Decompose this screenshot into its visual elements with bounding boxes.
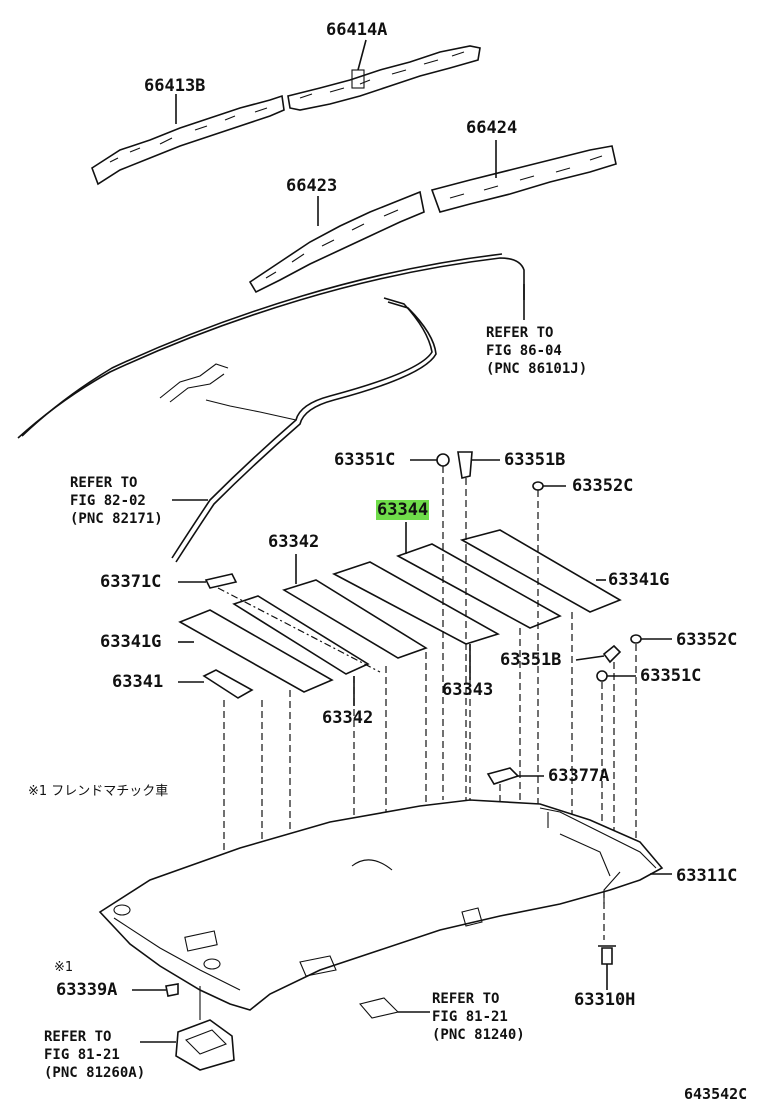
rail-66414A — [287, 45, 481, 111]
ref-fig81a-line1: REFER TO — [432, 991, 500, 1007]
ref-fig81b-line2: FIG 81-21 — [44, 1047, 120, 1063]
label-66414A: 66414A — [326, 20, 388, 40]
label-66424: 66424 — [466, 118, 518, 138]
console-81260A — [175, 1019, 235, 1071]
label-66423: 66423 — [286, 176, 338, 196]
label-63351C-top: 63351C — [334, 450, 396, 470]
rail-66413B — [91, 94, 285, 186]
label-63344-text: 63344 — [376, 500, 430, 520]
ref-fig81-81240: REFER TO FIG 81-21 (PNC 81240) — [432, 990, 525, 1044]
ref-fig81b-line3: (PNC 81260A) — [44, 1065, 146, 1081]
label-63341: 63341 — [112, 672, 164, 692]
label-63311C: 63311C — [676, 866, 738, 886]
note-frendmatic: ※1 フレンドマチック車 — [28, 784, 169, 799]
part-63339A — [165, 983, 179, 997]
note-mark-1: ※1 — [54, 960, 74, 975]
label-63352C-top: 63352C — [572, 476, 634, 496]
label-63341G-right: 63341G — [608, 570, 670, 590]
ref-fig81a-line2: FIG 81-21 — [432, 1009, 508, 1025]
ref-fig86: REFER TO FIG 86-04 (PNC 86101J) — [486, 324, 587, 378]
label-63339A: 63339A — [56, 980, 118, 1000]
label-63343: 63343 — [442, 680, 494, 700]
ref-fig81a-line3: (PNC 81240) — [432, 1027, 525, 1043]
label-66413B: 66413B — [144, 76, 206, 96]
ref-fig82-line1: REFER TO — [70, 475, 138, 491]
wire-harness — [17, 253, 525, 563]
ref-fig86-line3: (PNC 86101J) — [486, 361, 588, 377]
label-63377A: 63377A — [548, 766, 610, 786]
rail-66424 — [430, 145, 617, 213]
rail-66423 — [248, 190, 425, 294]
ref-fig81b-line1: REFER TO — [44, 1029, 112, 1045]
clip-63351C-top — [436, 453, 450, 467]
pads — [178, 529, 642, 785]
clip-63351B-top — [457, 451, 473, 479]
ref-fig86-line1: REFER TO — [486, 325, 554, 341]
console-81240 — [359, 997, 400, 1019]
ref-fig82-line3: (PNC 82171) — [70, 511, 163, 527]
label-63342-bottom: 63342 — [322, 708, 374, 728]
label-63342-top: 63342 — [268, 532, 320, 552]
label-63371C: 63371C — [100, 572, 162, 592]
label-63341G-left: 63341G — [100, 632, 162, 652]
diagram-id: 643542C — [684, 1085, 748, 1103]
clip-63352C-top — [532, 481, 544, 491]
headliner-63311C — [98, 799, 664, 1071]
label-63352C-mid: 63352C — [676, 630, 738, 650]
ref-fig81-81260A: REFER TO FIG 81-21 (PNC 81260A) — [44, 1028, 145, 1082]
label-63310H: 63310H — [574, 990, 636, 1010]
leader-lines — [132, 39, 672, 1043]
ref-fig86-line2: FIG 86-04 — [486, 343, 562, 359]
label-63351C-mid: 63351C — [640, 666, 702, 686]
label-63351B-top: 63351B — [504, 450, 566, 470]
label-63344: 63344 — [376, 500, 430, 520]
ref-fig82: REFER TO FIG 82-02 (PNC 82171) — [70, 474, 163, 528]
label-63351B-mid: 63351B — [500, 650, 562, 670]
screw-63310H — [598, 945, 616, 965]
ref-fig82-line2: FIG 82-02 — [70, 493, 146, 509]
